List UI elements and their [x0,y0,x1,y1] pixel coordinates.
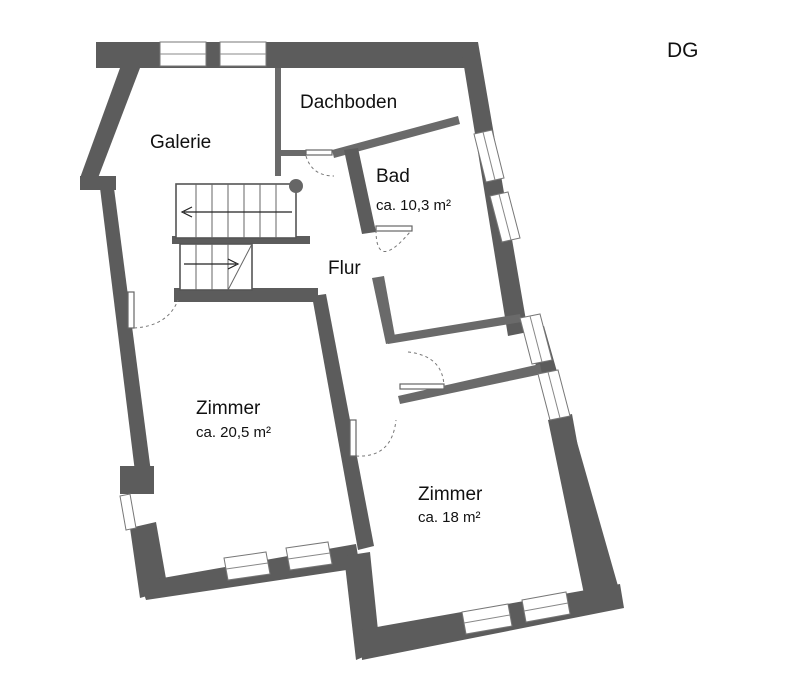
floor-label: DG [667,39,699,62]
room-label-galerie: Galerie [150,132,211,153]
windows [119,41,571,635]
room-area-bad: ca. 10,3 m² [376,197,451,214]
room-label-bad: Bad [376,166,410,187]
room-label-zimmer-2: Zimmer [418,484,483,505]
room-label-dachboden: Dachboden [300,92,397,113]
room-label-zimmer-1: Zimmer [196,398,261,419]
room-label-flur: Flur [328,258,361,279]
labels: DG Dachboden Galerie Bad ca. 10,3 m² Flu… [150,39,699,526]
room-area-zimmer-1: ca. 20,5 m² [196,424,271,441]
staircase [175,179,303,291]
room-area-zimmer-2: ca. 18 m² [418,509,481,526]
doors [127,149,445,457]
interior-walls [172,68,542,550]
